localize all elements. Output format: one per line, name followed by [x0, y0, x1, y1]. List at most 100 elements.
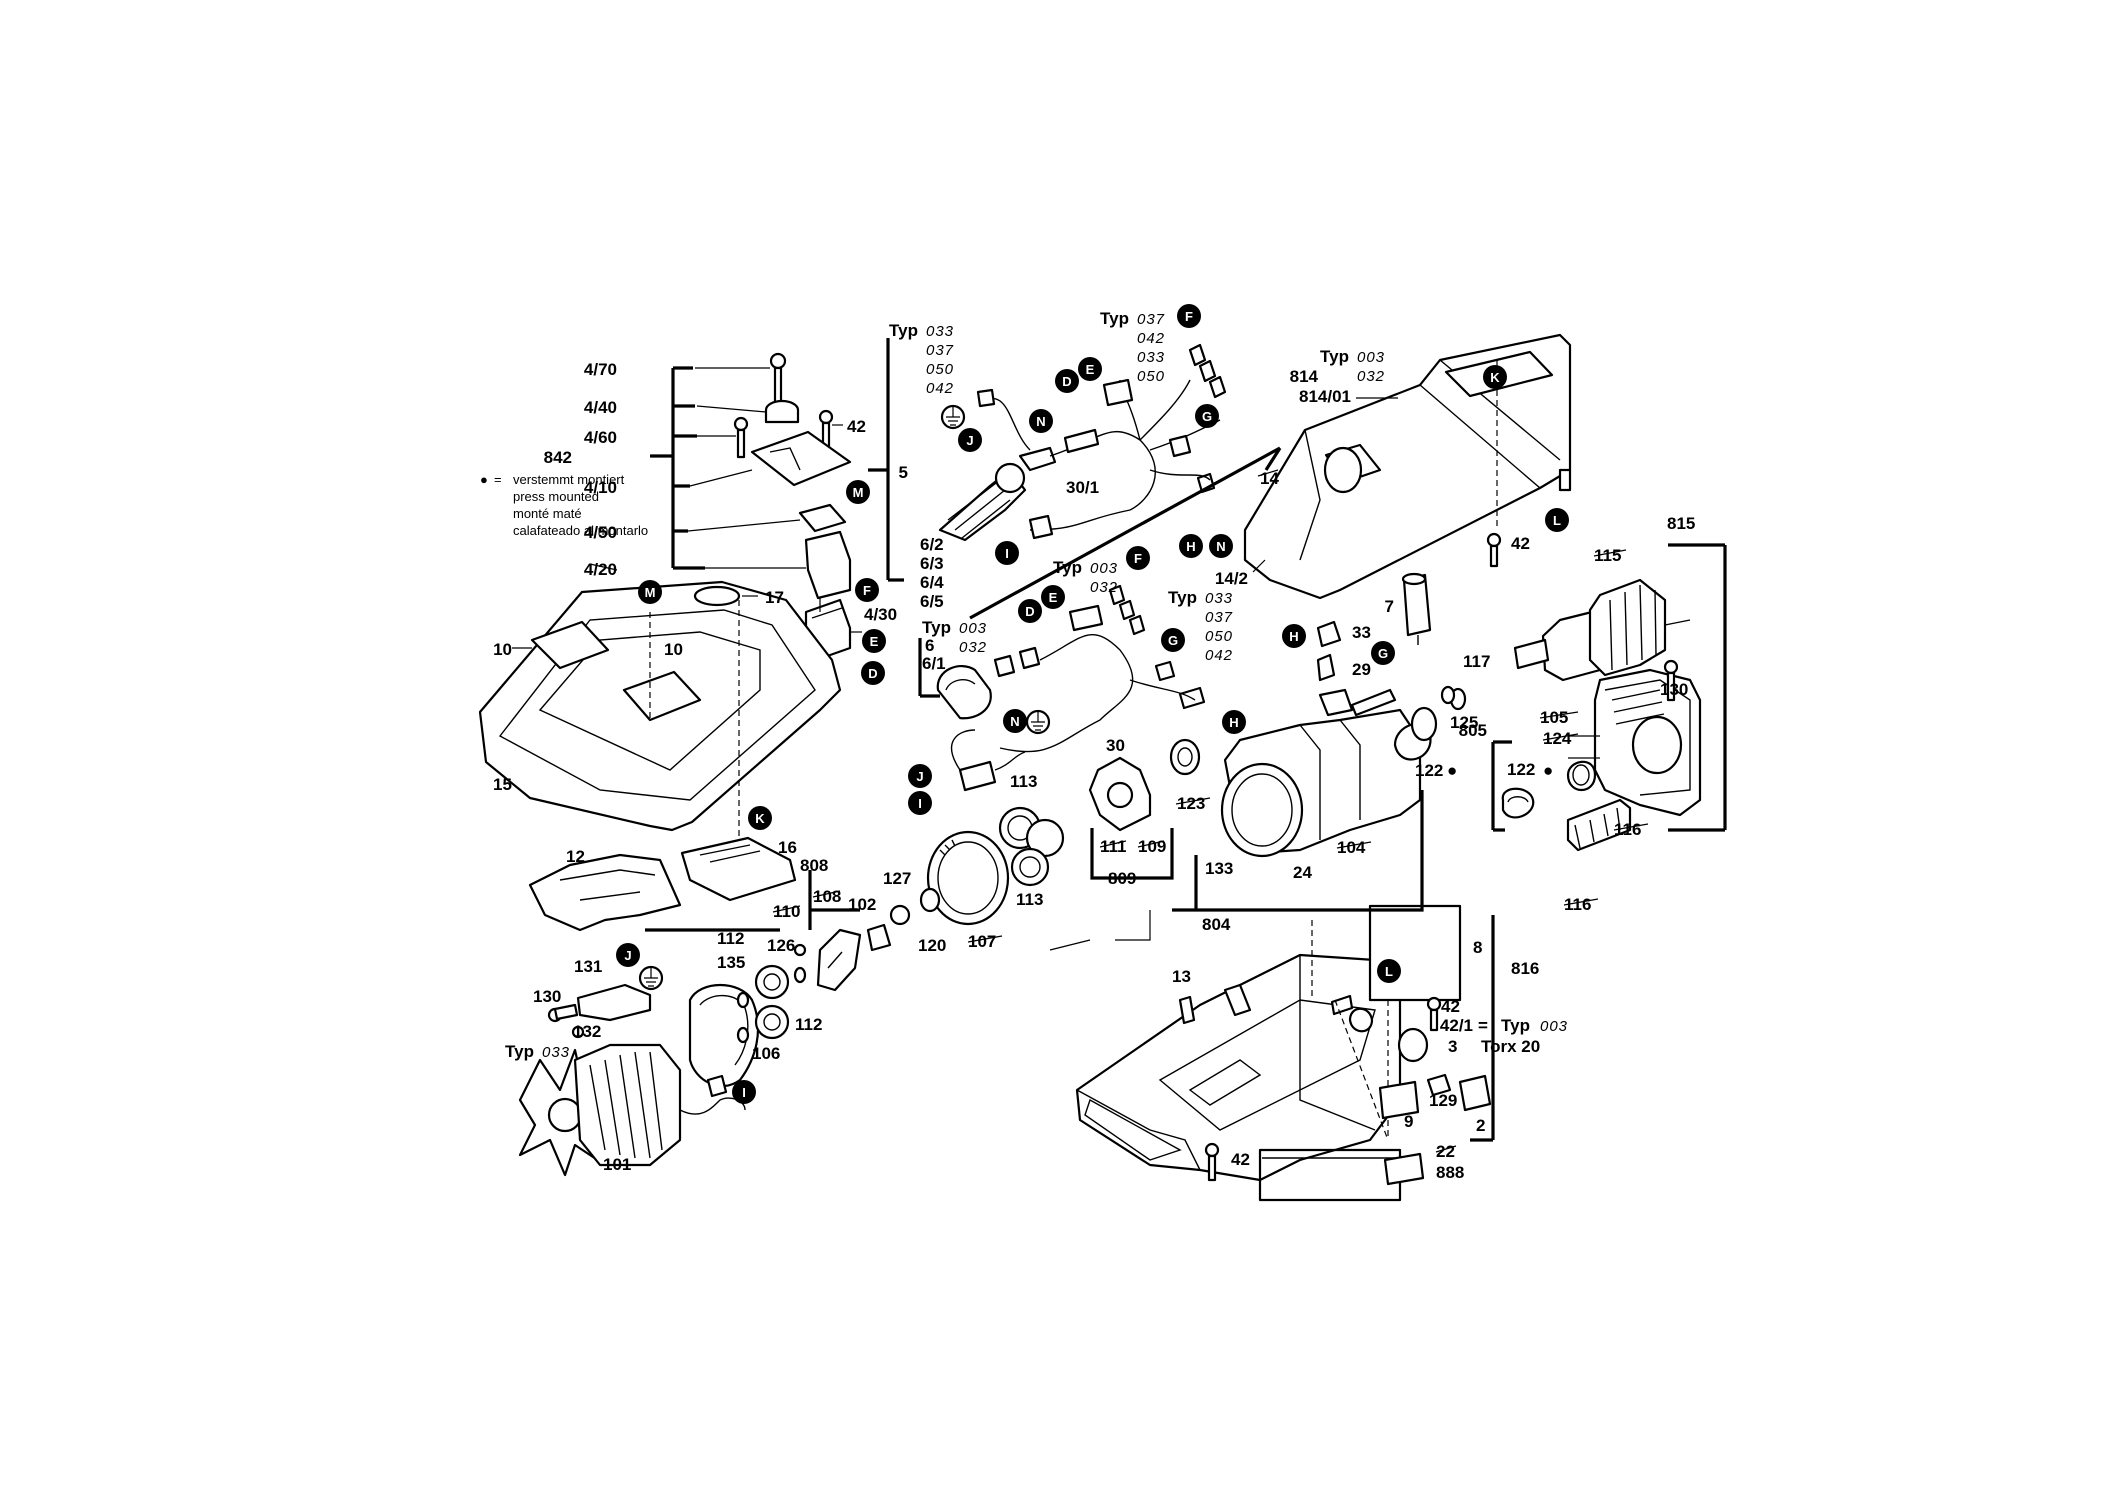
svg-text:D: D	[1062, 374, 1071, 389]
svg-text:037: 037	[1137, 311, 1165, 328]
label-30-1: 30/1	[1066, 478, 1099, 497]
label-842: 842	[544, 448, 572, 467]
brush-7	[1401, 572, 1432, 645]
badges: F E D G N J K L M H N I F F E M D E G H …	[616, 304, 1569, 1104]
label-107: 107	[968, 932, 996, 951]
legend-line-es: calafateado al montarlo	[513, 523, 648, 538]
svg-text:F: F	[1134, 551, 1142, 566]
label-112-top: 112	[717, 929, 744, 948]
svg-text:F: F	[863, 583, 871, 598]
label-888	[1383, 1152, 1425, 1186]
label-16: 16	[778, 838, 797, 857]
label-4-70: 4/70	[584, 360, 617, 379]
label-888: 888	[1436, 1163, 1464, 1182]
badge-i: I	[732, 1080, 756, 1104]
label-129: 129	[1429, 1091, 1457, 1110]
label-6-3: 6/3	[920, 554, 944, 573]
badge-g: G	[1195, 404, 1219, 428]
badge-l: L	[1377, 959, 1401, 983]
screw-42-bottom	[1204, 1142, 1220, 1182]
svg-text:M: M	[645, 585, 656, 600]
svg-text:033: 033	[926, 323, 954, 340]
badge-k: K	[1483, 365, 1507, 389]
label-7: 7	[1385, 597, 1394, 616]
svg-text:033: 033	[542, 1044, 570, 1061]
label-10-left: 10	[493, 640, 512, 659]
typ-group-3: Typ 003 032	[1320, 347, 1385, 385]
label-6-2: 6/2	[920, 535, 944, 554]
label-116-right: 116	[1614, 820, 1641, 839]
svg-text:G: G	[1168, 633, 1178, 648]
label-101: 101	[603, 1155, 631, 1174]
svg-text:050: 050	[926, 361, 954, 378]
label-130-right: 130	[1660, 680, 1688, 699]
badge-n: N	[1003, 709, 1027, 733]
label-135: 135	[717, 953, 745, 972]
label-816: 816	[1511, 959, 1539, 978]
badge-f: F	[855, 578, 879, 602]
label-15: 15	[493, 775, 512, 794]
badge-f: F	[1126, 546, 1150, 570]
label-13: 13	[1172, 967, 1191, 986]
label-115: 115	[1594, 546, 1621, 565]
ground-symbol-2	[1025, 709, 1051, 735]
svg-text:H: H	[1186, 539, 1195, 554]
svg-text:042: 042	[1205, 647, 1233, 664]
label-123: 123	[1177, 794, 1205, 813]
lower-housing	[1075, 920, 1402, 1202]
badge-i: I	[995, 541, 1019, 565]
screw-42-right	[1426, 996, 1442, 1032]
label-6-4: 6/4	[920, 573, 944, 592]
label-815: 815	[1667, 514, 1695, 533]
svg-text:F: F	[1185, 309, 1193, 324]
bracket-816	[1470, 915, 1495, 1142]
svg-text:M: M	[853, 485, 864, 500]
clip-29	[1316, 653, 1336, 682]
svg-text:K: K	[1490, 370, 1500, 385]
label-42-bottom: 42	[1231, 1150, 1250, 1169]
label-9	[1378, 1080, 1420, 1120]
typ-group-1: Typ 033 037 050 042	[889, 321, 954, 397]
label-808: 808	[800, 856, 828, 875]
label-809: 809	[1108, 869, 1136, 888]
badge-h: H	[1179, 534, 1203, 558]
label-804: 804	[1202, 915, 1231, 934]
label-24: 24	[1293, 863, 1312, 882]
typ-word: Typ	[1053, 558, 1082, 577]
svg-text:003: 003	[1090, 560, 1118, 577]
svg-text:L: L	[1553, 513, 1561, 528]
label-111: 111	[1100, 837, 1127, 856]
svg-text:N: N	[1010, 714, 1019, 729]
label-113-bottom: 113	[1016, 890, 1043, 909]
legend-line-de: verstemmt montiert	[513, 472, 625, 487]
svg-text:042: 042	[1137, 330, 1165, 347]
svg-text:032: 032	[1090, 579, 1118, 596]
label-133: 133	[1205, 859, 1233, 878]
svg-text:I: I	[742, 1085, 746, 1100]
label-116-lower: 116	[1564, 895, 1591, 914]
label-6-1: 6/1	[922, 654, 946, 673]
label-3: 3	[1448, 1037, 1457, 1056]
label-122-center: 122	[1415, 761, 1443, 780]
label-42-right: 42	[1441, 997, 1460, 1016]
power-cord-lower	[918, 584, 1206, 792]
typ-word: Typ	[922, 618, 951, 637]
badge-k: K	[748, 806, 772, 830]
label-42-switch: 42	[847, 417, 866, 436]
label-plate-8	[1368, 904, 1462, 1002]
switch-assembly	[650, 352, 862, 662]
label-125: 125	[1450, 713, 1478, 732]
motor-assembly	[518, 836, 807, 1177]
label-130-left: 130	[533, 987, 561, 1006]
label-106: 106	[752, 1044, 780, 1063]
svg-text:033: 033	[1205, 590, 1233, 607]
torx-note: Torx 20	[1481, 1037, 1540, 1056]
label-14-2: 14/2	[1215, 569, 1248, 588]
badge-j: J	[908, 764, 932, 788]
svg-text:003: 003	[1357, 349, 1385, 366]
badge-h: H	[1282, 624, 1306, 648]
svg-text:J: J	[916, 769, 923, 784]
badge-g: G	[1371, 641, 1395, 665]
svg-text:D: D	[1025, 604, 1034, 619]
washer-125	[1440, 685, 1456, 705]
